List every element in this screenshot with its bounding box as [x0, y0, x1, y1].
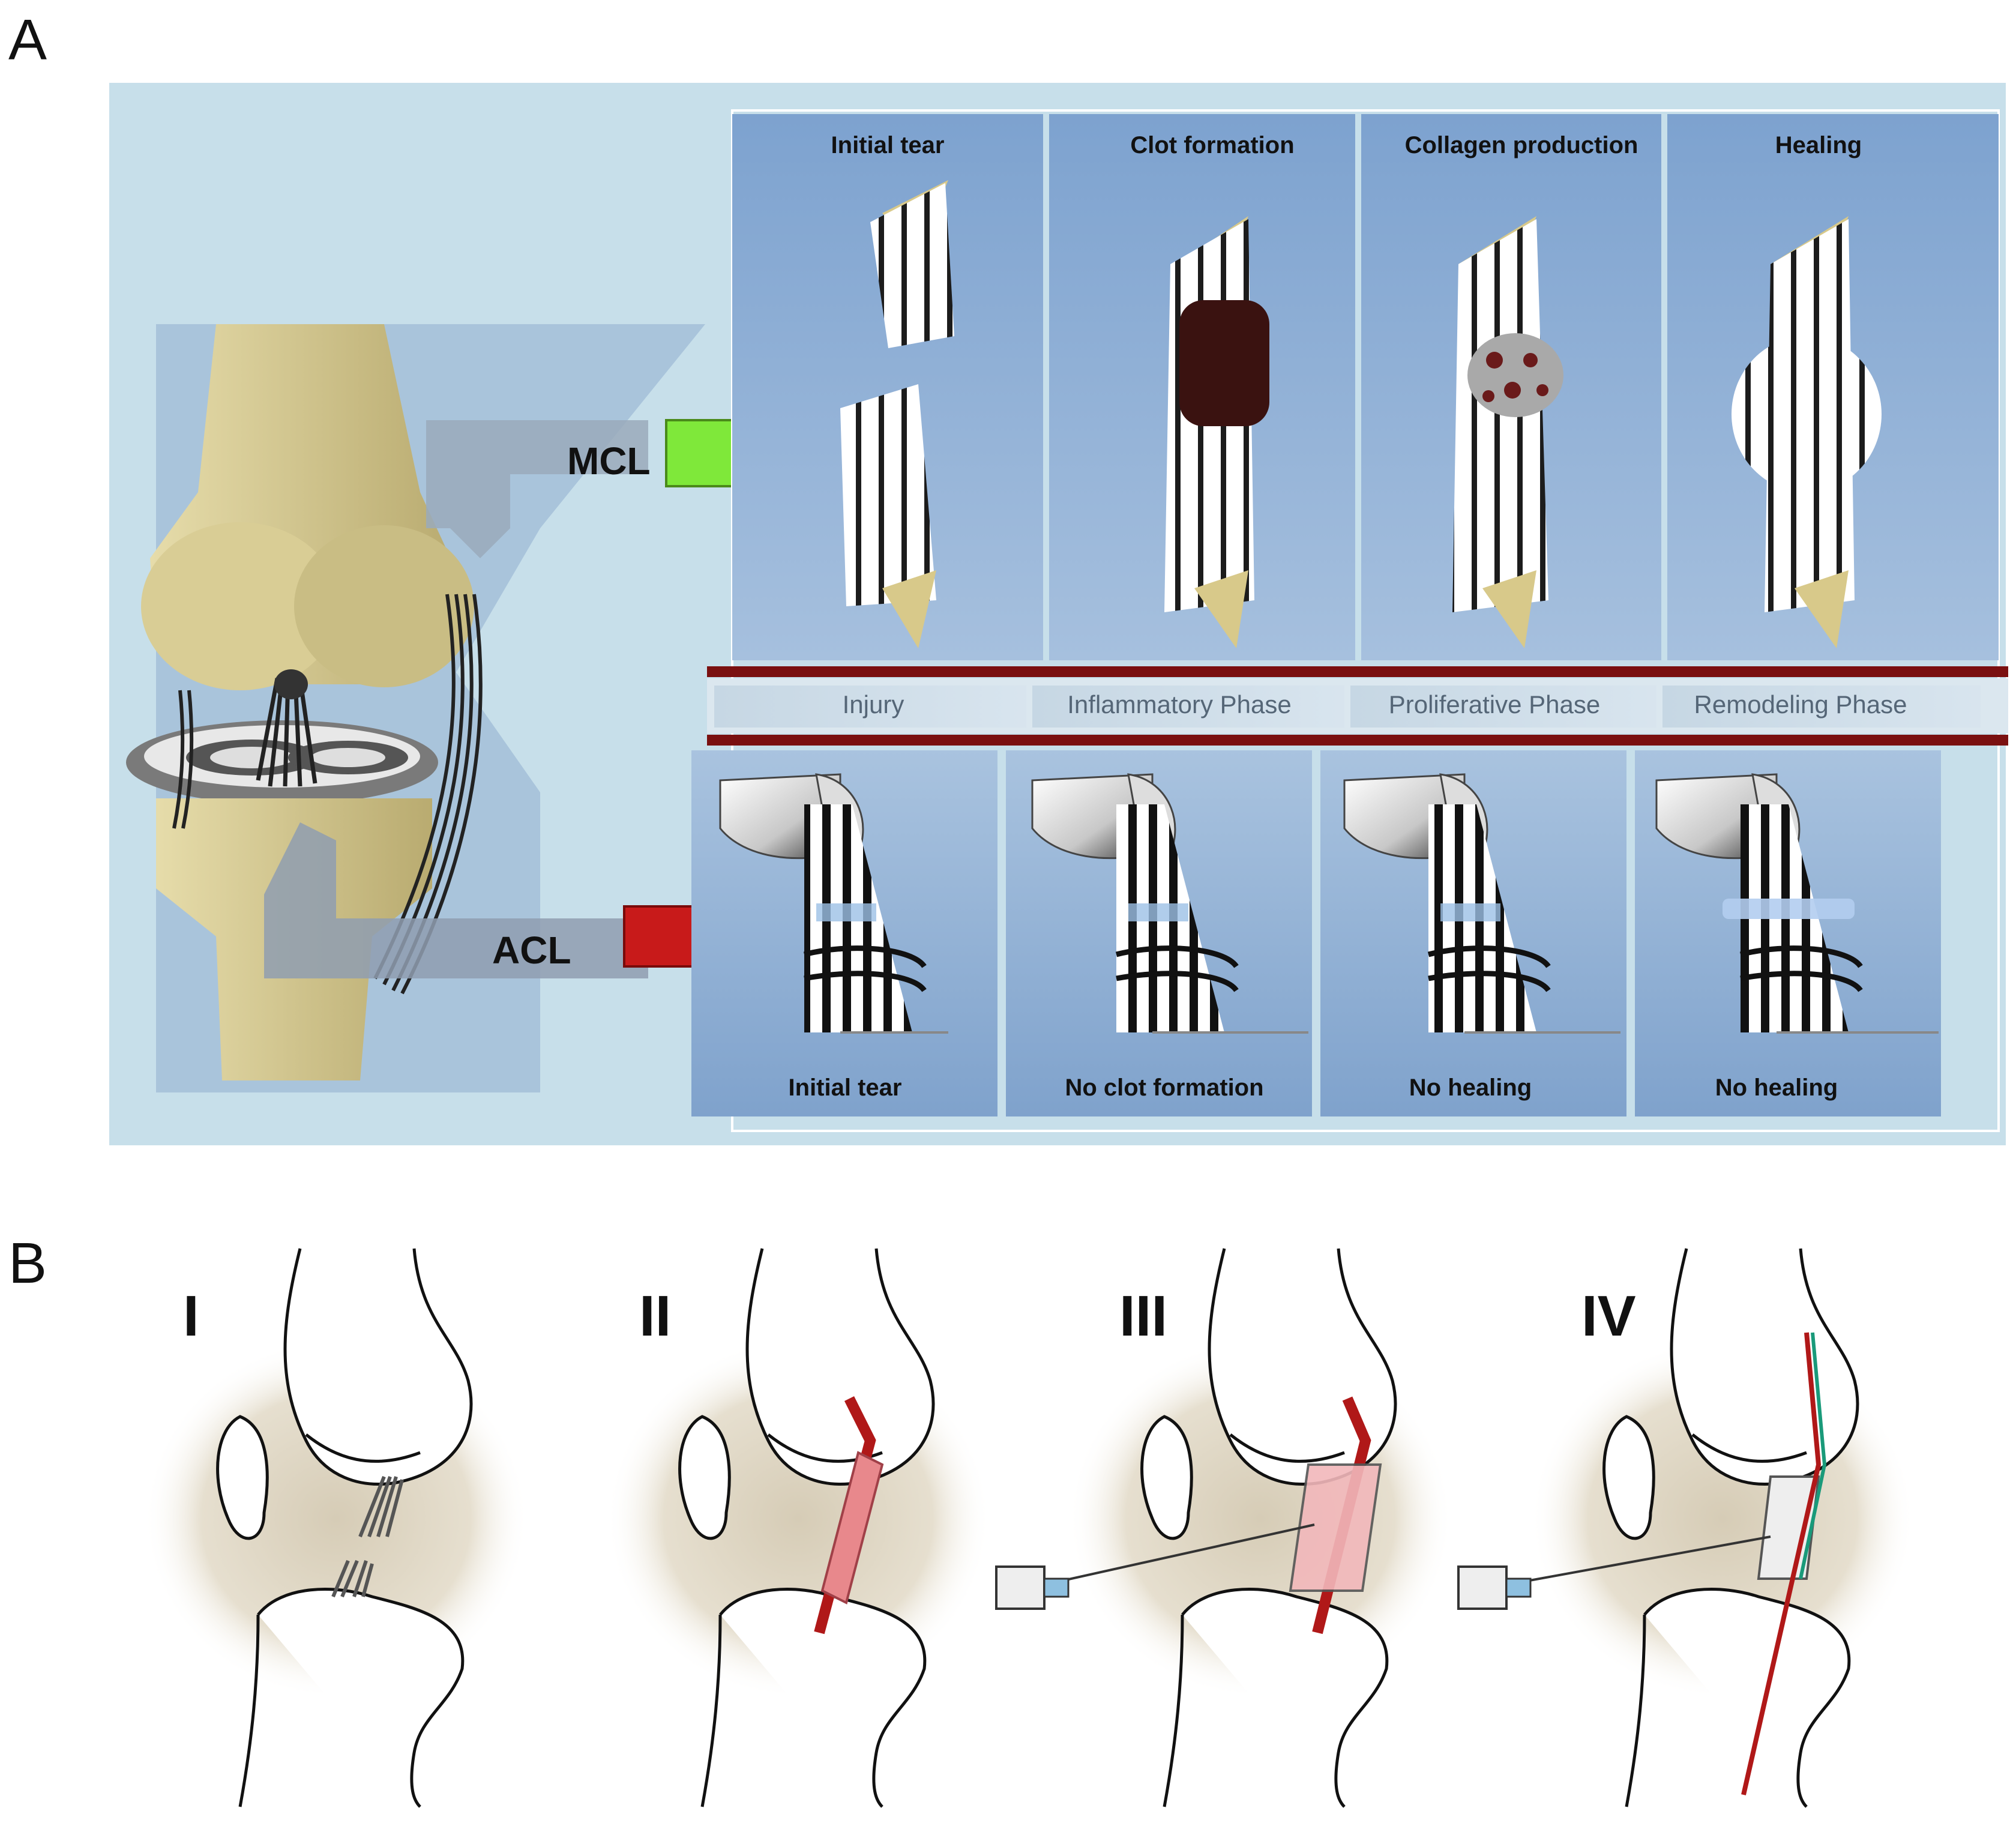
acl-label: ACL: [492, 929, 571, 972]
suture-red-long: [1741, 1332, 1822, 1795]
injection-needle: [1044, 1523, 1315, 1586]
mcl-ligament-2: [1164, 216, 1269, 648]
step-label-3: III: [1119, 1284, 1167, 1348]
outcome-label-4: No healing: [1715, 1074, 1838, 1101]
mcl-pointer-shape: [426, 420, 648, 558]
torn-acl-fibers: [331, 1475, 404, 1598]
femoral-condyle-left: [141, 522, 339, 690]
acl-diagram-3: [1343, 773, 1620, 1034]
acl-diagram-1: [719, 773, 948, 1034]
acl-diagram-4: [1655, 773, 1939, 1034]
graft-sleeve-iv: [1757, 1475, 1820, 1580]
stage-title-2: Clot formation: [1130, 132, 1294, 158]
panel-b-letter: B: [8, 1231, 47, 1295]
stage-title-1: Initial tear: [831, 132, 945, 158]
mcl-label: MCL: [567, 439, 651, 483]
phase-bar-top: [707, 666, 2008, 677]
knee-illustration: [126, 324, 705, 1092]
mcl-stage-cards: [732, 114, 1999, 660]
stage-title-3: Collagen production: [1405, 132, 1638, 158]
mcl-ligament-1: [840, 180, 954, 648]
phase-label-3: Proliferative Phase: [1389, 690, 1601, 719]
step-label-4: IV: [1581, 1284, 1636, 1348]
knee-diagram-1: [144, 1248, 528, 1808]
healed-region: [1732, 336, 1882, 492]
knee-diagram-3: [995, 1248, 1452, 1808]
mcl-ligament-3: [1452, 216, 1563, 648]
outcome-label-2: No clot formation: [1065, 1074, 1263, 1101]
collagen-deposit: [1467, 333, 1563, 417]
acl-diagram-2: [1031, 773, 1308, 1034]
acl-pointer-shape: [264, 822, 648, 978]
step-label-1: I: [183, 1284, 199, 1348]
blood-clot: [1179, 300, 1269, 426]
panel-a-letter: A: [8, 8, 47, 72]
phase-cells: [714, 686, 1981, 728]
femoral-condyle-right: [294, 525, 474, 687]
phase-label-4: Remodeling Phase: [1694, 690, 1907, 719]
knee-diagram-2: [606, 1248, 990, 1808]
mcl-ligament-4: [1732, 216, 1882, 648]
outcome-label-1: Initial tear: [789, 1074, 902, 1101]
phase-bar-bottom: [707, 735, 2008, 746]
graft-sleeve: [1289, 1463, 1382, 1592]
phase-label-1: Injury: [843, 690, 904, 719]
phase-label-2: Inflammatory Phase: [1067, 690, 1292, 719]
outcome-label-3: No healing: [1409, 1074, 1532, 1101]
knee-diagram-4: [1457, 1248, 1915, 1808]
suture-green: [1799, 1332, 1827, 1579]
syringe: [995, 1565, 1046, 1610]
stage-title-4: Healing: [1775, 132, 1862, 158]
graft-scaffold: [820, 1451, 884, 1605]
step-label-2: II: [639, 1284, 671, 1348]
